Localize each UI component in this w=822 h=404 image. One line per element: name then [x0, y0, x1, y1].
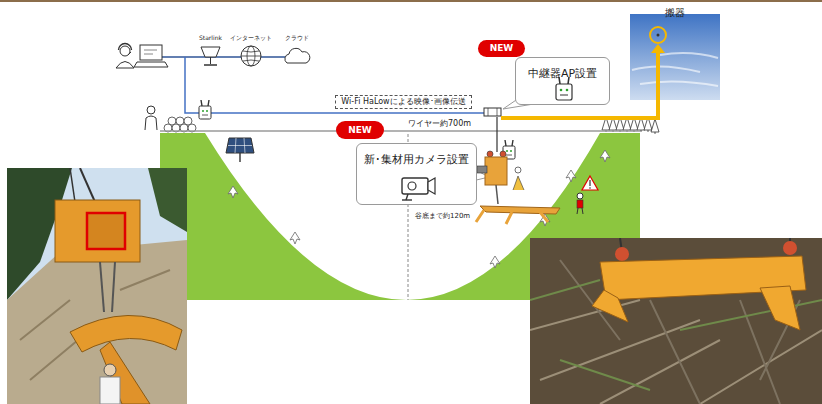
badge-text: NEW: [348, 125, 372, 136]
photo-left: [7, 168, 187, 404]
icon-label: クラウド: [285, 35, 309, 42]
new-badge: NEW: [478, 40, 525, 57]
carriage: [476, 140, 560, 224]
badge-text: NEW: [490, 43, 514, 54]
node-text: Wi-Fi HaLowによる映像･画像伝送: [341, 97, 465, 107]
dimension-label: 谷底まで約120m: [415, 212, 470, 220]
node-text: 新･集材用カメラ設置: [364, 153, 469, 166]
ground-network: [116, 44, 484, 133]
new-badge: NEW: [336, 121, 384, 139]
camera-icon: [398, 172, 438, 202]
callout-box: 中継器AP設置: [515, 57, 610, 105]
node-text: 搬器: [665, 7, 685, 19]
photo-right: [530, 238, 822, 404]
callout-box: 新･集材用カメラ設置: [356, 143, 477, 205]
sky-photo: [630, 14, 720, 100]
worker-warning: [577, 176, 598, 214]
dimension-label: ワイヤー約700m: [408, 119, 471, 128]
carriage-photo: 搬器: [630, 1, 720, 17]
node-text: 中継器AP設置: [528, 67, 597, 80]
solar-panel: [226, 138, 254, 162]
transmission-box: Wi-Fi HaLowによる映像･画像伝送: [335, 95, 472, 109]
top-border: [0, 0, 822, 2]
transmission-arrow: [501, 44, 665, 118]
icon-label: インターネット: [230, 35, 272, 42]
icon-label: Starlink: [199, 35, 222, 42]
